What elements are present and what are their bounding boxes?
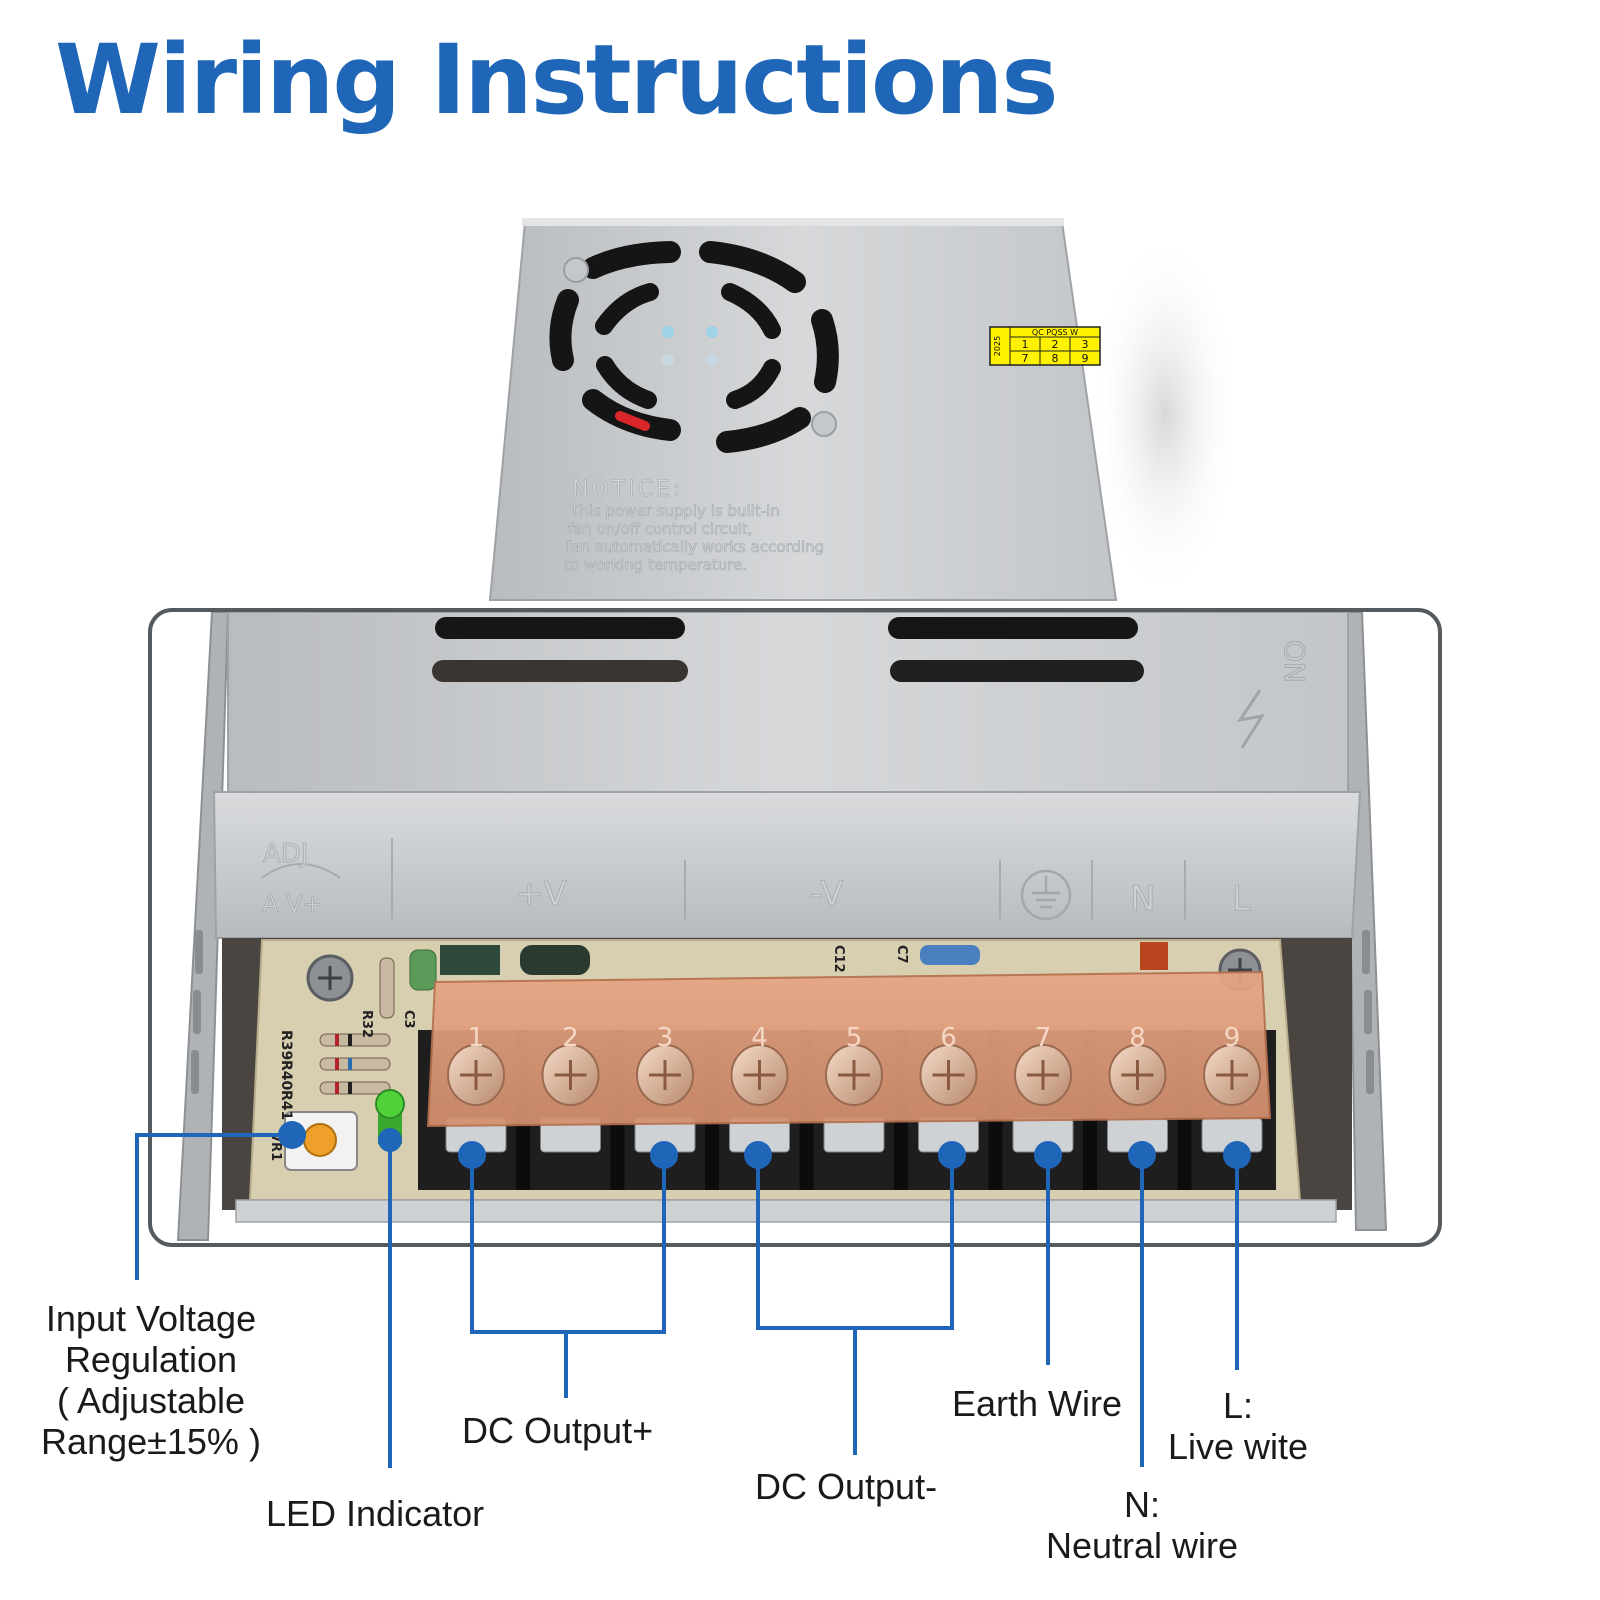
pcb-label: R40 xyxy=(278,1060,294,1091)
terminal-number: 6 xyxy=(940,1023,957,1053)
terminal-screw-icon xyxy=(447,1044,505,1106)
pcb-components xyxy=(284,942,1262,1171)
top-housing-edge xyxy=(522,218,1064,226)
terminal-number: 1 xyxy=(468,1023,485,1053)
terminal-screw-icon xyxy=(541,1044,600,1106)
side-vents xyxy=(191,930,1374,1094)
callout-text: Live wite xyxy=(1167,1426,1309,1467)
neutral-panel-label: N xyxy=(1130,879,1155,919)
callout-dot xyxy=(278,1121,306,1149)
highlight-frame xyxy=(148,608,1442,1247)
qc-cell: 7 xyxy=(1022,352,1029,365)
terminal-screws: 1 2 3 4 5 6 7 8 9 xyxy=(447,1023,1261,1106)
notice-line: This power supply is built-in xyxy=(569,502,780,520)
vent-slot xyxy=(435,617,685,639)
callout-led-indicator: LED Indicator xyxy=(266,1493,485,1534)
callout-live-wire: L: Live wite xyxy=(1148,1385,1328,1467)
front-top-face xyxy=(227,611,1349,793)
callout-dot xyxy=(1223,1141,1251,1169)
vent-slot xyxy=(888,617,1138,639)
notice-text: NOTICE: This power supply is built-in fa… xyxy=(564,477,825,575)
notice-line: fan automatically works according xyxy=(566,538,824,556)
terminal-screw-icon xyxy=(730,1044,789,1106)
callout-dot xyxy=(938,1141,966,1169)
callout-dot xyxy=(650,1141,678,1169)
callout-dot xyxy=(1034,1141,1062,1169)
terminal-number: 4 xyxy=(751,1023,768,1053)
callout-input-voltage: Input Voltage Regulation ( Adjustable Ra… xyxy=(20,1298,282,1462)
qc-cell: 3 xyxy=(1082,338,1089,351)
terminal-screw-icon xyxy=(825,1044,883,1106)
fan-grille xyxy=(549,241,839,453)
callout-dot xyxy=(744,1141,772,1169)
lightning-icon xyxy=(1236,689,1266,749)
terminal-number: 8 xyxy=(1129,1023,1146,1053)
corner-embossed-label: ON xyxy=(1278,640,1311,683)
qc-cell: 8 xyxy=(1052,352,1059,365)
callout-text: Regulation xyxy=(64,1339,238,1380)
pcb-label: C3 xyxy=(401,1010,416,1029)
callout-dot xyxy=(1128,1141,1156,1169)
v-plus-label: +V xyxy=(515,874,567,914)
terminal-number: 2 xyxy=(562,1023,579,1053)
callout-earth-wire: Earth Wire xyxy=(952,1383,1123,1424)
notice-heading: NOTICE: xyxy=(572,477,683,502)
callout-text: N: xyxy=(1124,1484,1160,1525)
qc-cell: 2 xyxy=(1052,338,1059,351)
terminal-screw-icon xyxy=(1108,1044,1167,1106)
callout-lines xyxy=(135,1133,1239,1468)
front-label-panel xyxy=(212,791,1362,939)
housing-shadow xyxy=(1090,230,1240,600)
callout-text: Range±15% ) xyxy=(41,1421,261,1462)
callout-line-input-voltage xyxy=(135,1133,292,1280)
callout-text: L: xyxy=(1222,1385,1254,1426)
panel-embossed-labels xyxy=(261,838,1186,920)
qc-year: 2025 xyxy=(993,336,1002,356)
screw-icon xyxy=(811,411,837,437)
callout-text: ( Adjustable xyxy=(56,1380,246,1421)
terminal-number: 7 xyxy=(1035,1023,1052,1053)
callout-dots xyxy=(278,1121,1251,1169)
pcb-label: R32 xyxy=(359,1010,374,1038)
callout-text: Neutral wire xyxy=(1045,1525,1239,1566)
qc-header: QC PQSS W xyxy=(1032,328,1078,337)
callout-neutral-wire: N: Neutral wire xyxy=(1032,1484,1252,1566)
terminal-screw-icon xyxy=(636,1044,694,1106)
bottom-plate xyxy=(235,1199,1337,1223)
terminal-number: 5 xyxy=(846,1023,863,1053)
terminal-screw-icon xyxy=(1014,1044,1072,1106)
vent-slot xyxy=(890,660,1144,682)
terminal-screw-icon xyxy=(919,1044,978,1106)
callout-text: Input Voltage xyxy=(45,1298,257,1339)
callout-dot xyxy=(378,1128,402,1152)
ground-symbol-icon xyxy=(1020,869,1072,921)
terminal-number: 9 xyxy=(1224,1023,1241,1053)
live-panel-label: L xyxy=(1232,879,1251,919)
callout-dc-output-minus: DC Output- xyxy=(755,1466,938,1507)
pcb-label: R39 xyxy=(278,1030,294,1060)
pcb-label: C12 xyxy=(831,945,846,973)
notice-line: fan on/off control circuit, xyxy=(568,520,752,538)
adj-sub-label: A V+ xyxy=(262,890,323,918)
v-minus-label: -V xyxy=(810,874,844,914)
page-title: Wiring Instructions xyxy=(55,24,1058,136)
callout-dc-output-plus: DC Output+ xyxy=(462,1410,654,1451)
qc-cell: 1 xyxy=(1022,338,1029,351)
pcb-label: R41 xyxy=(278,1090,294,1120)
screw-icon xyxy=(563,257,589,283)
qc-cell: 9 xyxy=(1082,352,1089,365)
adj-label: ADJ xyxy=(263,839,308,869)
pcb-label: C7 xyxy=(894,945,909,964)
qc-sticker: QC PQSS W 2025 1 2 3 7 8 9 xyxy=(989,326,1101,366)
terminal-number: 3 xyxy=(657,1023,674,1053)
callout-dot xyxy=(458,1141,486,1169)
terminal-screw-icon xyxy=(1203,1044,1261,1106)
notice-line: to working temperature. xyxy=(564,556,747,574)
vent-slot xyxy=(432,660,688,682)
